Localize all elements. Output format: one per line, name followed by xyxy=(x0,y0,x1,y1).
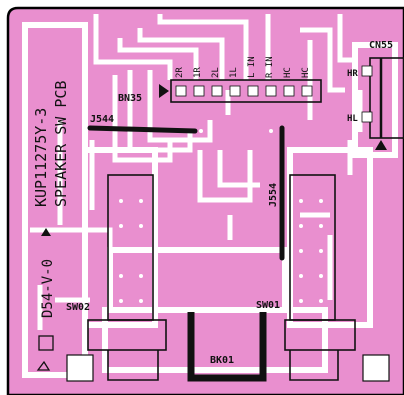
jumper-j544 xyxy=(87,125,198,134)
cn55-pin-hr-label: HR xyxy=(347,69,358,79)
pin1-marker-icon xyxy=(159,84,169,98)
sw01-label: SW01 xyxy=(256,300,280,311)
jumper-bk01 xyxy=(187,312,267,382)
switch-sw02-footprint xyxy=(87,174,167,381)
sw02-label: SW02 xyxy=(66,302,90,313)
bn35-pin-7-label: HC xyxy=(283,67,293,78)
bn35-pin-8-label: HC xyxy=(301,67,311,78)
switch-sw01-footprint xyxy=(284,174,356,381)
bn35-pin-6-label: R IN xyxy=(265,56,275,78)
bn35-connector xyxy=(159,79,322,103)
bn35-pin-5-label: L IN xyxy=(247,56,257,78)
cn55-label: CN55 xyxy=(369,40,393,51)
cn55-pin-hl-label: HL xyxy=(347,114,358,124)
bn35-pin-3-label: 2L xyxy=(211,67,221,78)
bn35-pins xyxy=(175,85,313,97)
recycle-mark-icon xyxy=(36,360,51,371)
board-title-line1: KUP11275Y-3 xyxy=(32,108,50,207)
via-dots xyxy=(119,129,323,303)
bn35-pin-4-label: 1L xyxy=(229,67,239,78)
cn55-marker-icon xyxy=(375,140,387,150)
cert-mark-icon xyxy=(38,335,54,351)
bn35-pin-1-label: 2R xyxy=(175,67,185,78)
pad-squares xyxy=(66,354,390,382)
cn55-connector xyxy=(361,57,404,150)
bn35-pin-2-label: 1R xyxy=(193,67,203,78)
j544-label: J544 xyxy=(90,114,114,125)
board-title-line2: SPEAKER SW PCB xyxy=(52,81,70,207)
j554-label: J554 xyxy=(268,183,279,207)
rev-marker-icon xyxy=(41,228,51,236)
bk01-label: BK01 xyxy=(210,355,234,366)
bn35-label: BN35 xyxy=(118,93,142,104)
board-revision: D54-V-0 xyxy=(40,259,56,318)
